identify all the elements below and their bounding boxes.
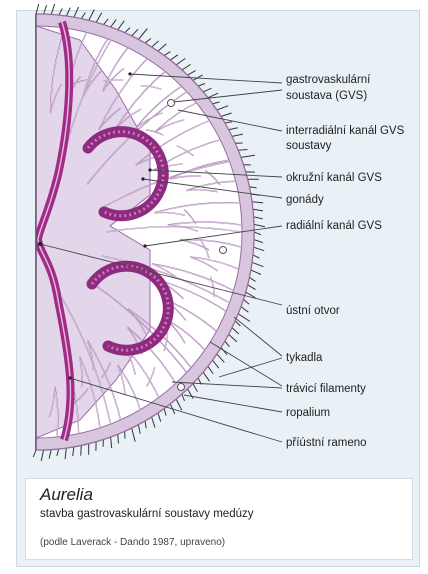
label-gvs-line1: gastrovaskulární — [286, 73, 370, 87]
label-ropalium: ropalium — [286, 406, 330, 420]
label-tentacles: tykadla — [286, 351, 322, 365]
caption-subtitle: stavba gastrovaskulární soustavy medúzy — [40, 508, 254, 520]
caption-box: Aurelia stavba gastrovaskulární soustavy… — [25, 478, 413, 560]
label-gvs-line2: soustava (GVS) — [286, 89, 367, 103]
label-ring-canal: okružní kanál GVS — [286, 171, 382, 185]
label-interradial-line1: interradiální kanál GVS — [286, 124, 404, 138]
ropalium-marker — [178, 384, 185, 391]
caption-title: Aurelia — [40, 485, 93, 505]
ropalium-marker — [168, 100, 175, 107]
caption-source: (podle Laverack - Dando 1987, upraveno) — [40, 537, 225, 548]
label-radial-canal: radiální kanál GVS — [286, 219, 382, 233]
label-gastric-filaments: trávicí filamenty — [286, 382, 366, 396]
label-mouth: ústní otvor — [286, 304, 340, 318]
label-oral-arm: příústní rameno — [286, 436, 367, 450]
label-gonads: gonády — [286, 193, 324, 207]
label-interradial-line2: soustavy — [286, 139, 331, 153]
ropalium-marker — [220, 247, 227, 254]
